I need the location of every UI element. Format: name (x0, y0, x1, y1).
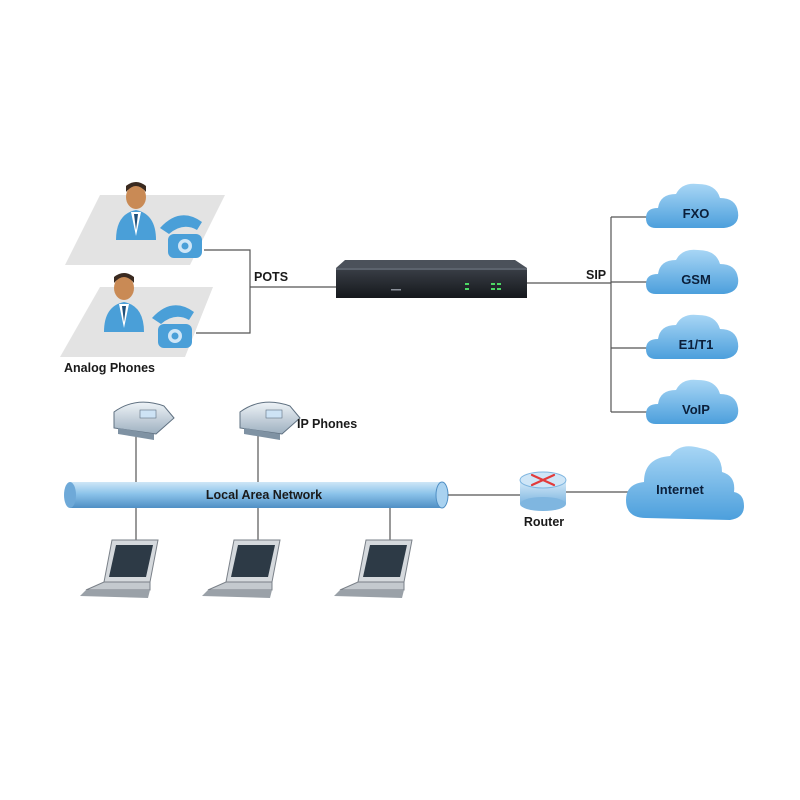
cloud-shape (626, 446, 744, 520)
router-arrows-icon (530, 473, 556, 487)
person-icon (116, 182, 156, 240)
cloud-voip: VoIP (646, 379, 739, 424)
cloud-e1t1: E1/T1 (646, 314, 739, 359)
trunk-label: GSM (681, 272, 711, 287)
cloud-shape (646, 314, 739, 359)
laptop-3 (334, 508, 413, 598)
cloud-gsm: GSM (646, 249, 739, 294)
cloud-shape (646, 379, 739, 424)
person-icon (104, 273, 144, 332)
pots-label: POTS (254, 270, 288, 284)
ip-phones-label: IP Phones (297, 417, 357, 431)
trunk-label: VoIP (682, 402, 710, 417)
lan-label: Local Area Network (206, 488, 322, 502)
brand-mark (391, 289, 401, 291)
sip-label: SIP (586, 268, 606, 282)
analog-phone-1 (65, 182, 225, 265)
pots-wire (196, 249, 251, 334)
voip-gateway (336, 260, 527, 298)
laptop-1 (80, 508, 159, 598)
cloud-fxo: FXO (646, 183, 739, 228)
analog-phone-2 (60, 273, 213, 357)
router-label: Router (524, 515, 564, 529)
cloud-shape (646, 249, 739, 294)
trunk-label: FXO (683, 206, 710, 221)
trunk-label: E1/T1 (679, 337, 714, 352)
cloud-internet: Internet (626, 446, 744, 520)
status-led-icon (465, 283, 501, 290)
trunk-branches (611, 216, 655, 413)
router: Router (519, 471, 567, 529)
ip-phone-2 (239, 401, 301, 482)
analog-phones-label: Analog Phones (64, 361, 155, 375)
internet-label: Internet (656, 482, 704, 497)
lan-pipe: Local Area Network (64, 481, 449, 509)
telephone-icon (152, 305, 194, 348)
cloud-shape (646, 183, 739, 228)
telephone-icon (160, 215, 202, 258)
ip-phone-1 (113, 401, 175, 482)
laptop-2 (202, 508, 281, 598)
